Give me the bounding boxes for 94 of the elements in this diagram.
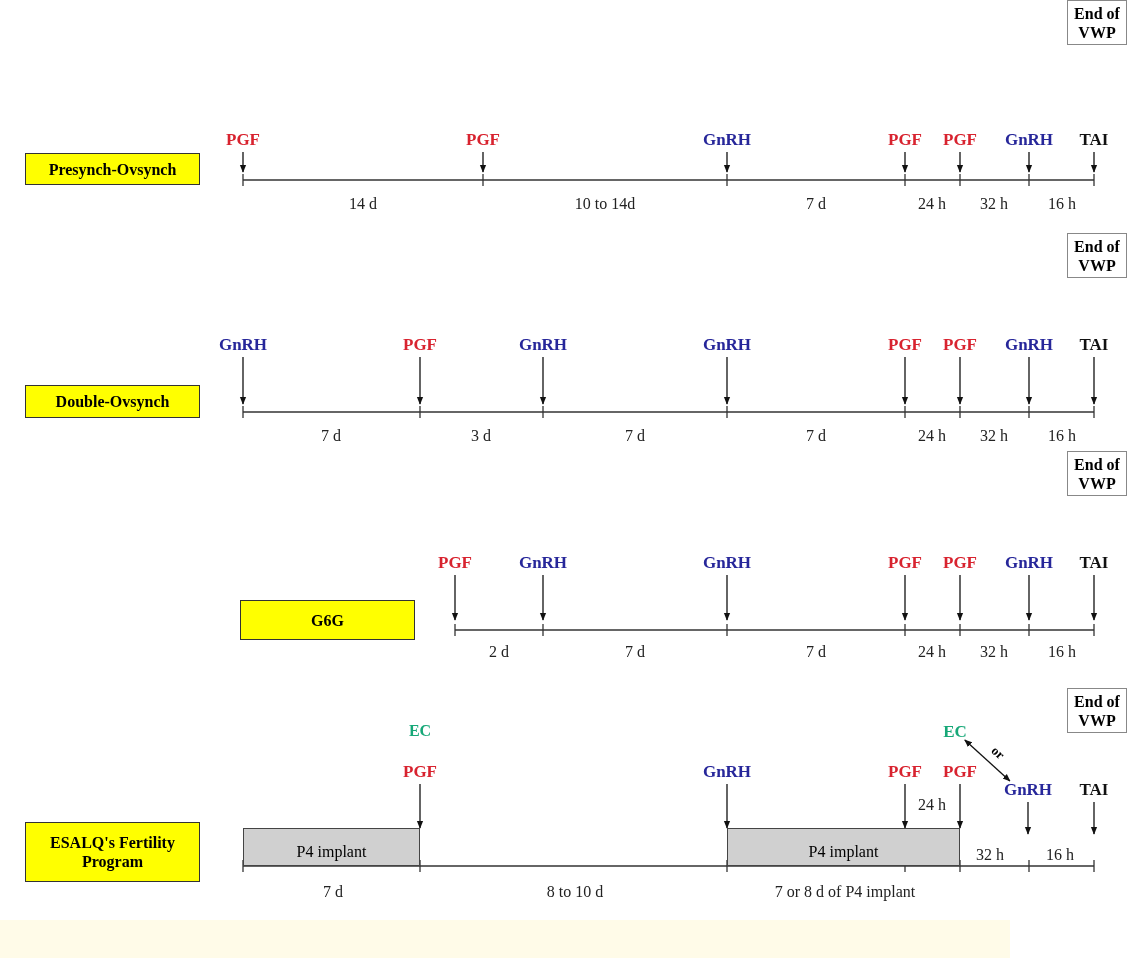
duration-label: 7 d: [806, 643, 826, 661]
arrow: [956, 783, 964, 829]
event-label: PGF: [466, 130, 500, 150]
event-label: TAI: [1079, 335, 1109, 355]
arrow: [1090, 801, 1098, 835]
duration-label: 7 d: [321, 427, 341, 445]
event-label: GnRH: [218, 335, 268, 355]
arrow: [723, 151, 731, 173]
arrow: [1024, 801, 1032, 835]
arrow: [539, 356, 547, 405]
arrow: [723, 356, 731, 405]
arrow: [901, 574, 909, 621]
event-label: PGF: [403, 762, 437, 782]
event-label: GnRH: [702, 335, 752, 355]
duration-label: 32 h: [976, 846, 1004, 864]
arrow: [723, 574, 731, 621]
event-label: PGF: [888, 762, 922, 782]
implant-bar: P4 implant: [727, 828, 960, 866]
arrow: [539, 574, 547, 621]
duration-label: 2 d: [489, 643, 509, 661]
arrow: [901, 783, 909, 829]
protocol-name-box: Presynch-Ovsynch: [25, 153, 200, 185]
event-label: GnRH: [1004, 130, 1054, 150]
duration-label: 24 h: [918, 195, 946, 213]
event-label: GnRH: [1003, 780, 1053, 800]
event-label: GnRH: [518, 553, 568, 573]
arrow: [1090, 356, 1098, 405]
end-marker-box: End of VWP: [1067, 451, 1127, 496]
duration-label: 7 d: [625, 643, 645, 661]
duration-label: 16 h: [1046, 846, 1074, 864]
event-label: TAI: [1079, 130, 1109, 150]
end-marker-box: End of VWP: [1067, 688, 1127, 733]
arrow: [479, 151, 487, 173]
event-label: PGF: [888, 335, 922, 355]
event-label: PGF: [438, 553, 472, 573]
duration-label: 32 h: [980, 427, 1008, 445]
arrow: [956, 151, 964, 173]
duration-label: 16 h: [1048, 195, 1076, 213]
protocol-name-box: ESALQ's Fertility Program: [25, 822, 200, 882]
duration-label: 3 d: [471, 427, 491, 445]
event-label: GnRH: [1004, 553, 1054, 573]
duration-label: 16 h: [1048, 643, 1076, 661]
duration-label: 24 h: [918, 427, 946, 445]
protocol-name-box: Double-Ovsynch: [25, 385, 200, 418]
duration-label: 16 h: [1048, 427, 1076, 445]
arrow: [901, 356, 909, 405]
event-label: GnRH: [518, 335, 568, 355]
event-label: GnRH: [702, 553, 752, 573]
duration-label: 7 d: [323, 883, 343, 901]
arrow: [1025, 574, 1033, 621]
duration-label: 7 or 8 d of P4 implant: [774, 883, 916, 901]
event-label: TAI: [1079, 553, 1109, 573]
event-label: EC: [943, 722, 967, 742]
event-label: GnRH: [1004, 335, 1054, 355]
duration-label: 32 h: [980, 195, 1008, 213]
event-label: PGF: [943, 335, 977, 355]
protocol-name-box: G6G: [240, 600, 415, 640]
event-label: PGF: [943, 553, 977, 573]
arrow: [416, 356, 424, 405]
duration-label: 10 to 14d: [574, 195, 636, 213]
arrow: [956, 574, 964, 621]
duration-label: 14 d: [349, 195, 377, 213]
arrow: [416, 783, 424, 829]
arrow: [239, 356, 247, 405]
arrow: [1090, 151, 1098, 173]
duration-label: 32 h: [980, 643, 1008, 661]
arrow: [1090, 574, 1098, 621]
event-label: GnRH: [702, 130, 752, 150]
arrow: [451, 574, 459, 621]
double-arrow: [964, 739, 1011, 782]
duration-label: 8 to 10 d: [546, 883, 604, 901]
duration-label: 7 d: [806, 427, 826, 445]
arrow: [901, 151, 909, 173]
event-label: GnRH: [702, 762, 752, 782]
duration-label: 7 d: [625, 427, 645, 445]
event-label: PGF: [226, 130, 260, 150]
event-label: PGF: [403, 335, 437, 355]
duration-label: 24 h: [918, 643, 946, 661]
duration-label: 24 h: [918, 796, 946, 814]
arrow: [956, 356, 964, 405]
end-marker-box: End of VWP: [1067, 233, 1127, 278]
event-label: TAI: [1079, 780, 1109, 800]
end-marker-box: End of VWP: [1067, 0, 1127, 45]
event-label: EC: [408, 722, 432, 740]
duration-label: 7 d: [806, 195, 826, 213]
implant-bar: P4 implant: [243, 828, 420, 866]
arrow: [1025, 151, 1033, 173]
arrow: [723, 783, 731, 829]
arrow: [1025, 356, 1033, 405]
arrow: [239, 151, 247, 173]
event-label: PGF: [888, 553, 922, 573]
event-label: PGF: [888, 130, 922, 150]
event-label: PGF: [943, 130, 977, 150]
event-label: PGF: [943, 762, 977, 782]
